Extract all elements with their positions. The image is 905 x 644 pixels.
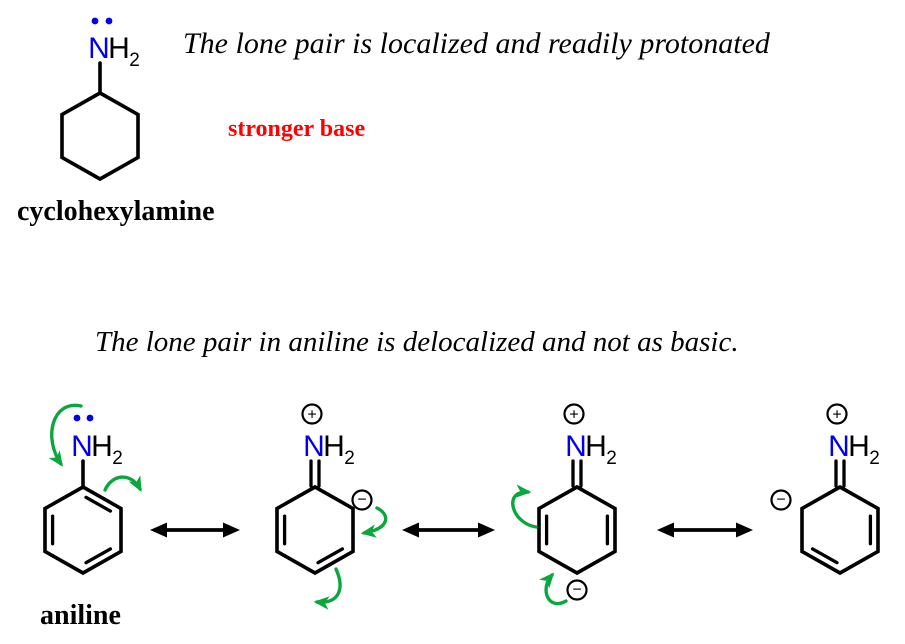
benzene-ring [43,485,123,575]
caption-lone-pair-delocalized: The lone pair in aniline is delocalized … [95,326,739,358]
aniline-resonance-4: + N H 2 − [770,403,880,575]
hydrogen-label: H [108,32,130,65]
svg-text:+: + [307,407,316,424]
cyclohexadiene-ring [537,485,617,575]
nitrogen-label: N [88,32,110,65]
aniline-resonance-1: N H 2 [43,403,142,575]
cyclohexylamine-structure: N H 2 [60,17,140,181]
minus-charge-icon: − [351,489,373,511]
cyclohexadiene-ring [800,485,880,575]
hydrogen-label: H [848,430,870,463]
hydrogen-label: H [323,430,345,463]
nitrogen-label: N [303,430,325,463]
svg-text:+: + [832,407,841,424]
hydrogen-count-subscript: 2 [869,448,880,469]
lone-pair-dot [105,17,113,25]
nitrogen-label: N [71,430,93,463]
nitrogen-label: N [565,430,587,463]
hydrogen-label: H [91,430,113,463]
plus-charge-icon: + [301,403,323,425]
hydrogen-count-subscript: 2 [112,448,123,469]
curved-arrow-bottom-bond [313,567,342,610]
curved-arrow-ring-bond [103,475,142,492]
nitrogen-label: N [828,430,850,463]
svg-text:+: + [569,407,578,424]
hydrogen-count-subscript: 2 [606,448,617,469]
cyclohexane-ring [60,91,140,181]
aniline-resonance-2: + N H 2 − [275,403,388,610]
curved-arrow-anion-to-bond [360,506,388,538]
lone-pair-dot [91,17,99,25]
hydrogen-label: H [585,430,607,463]
hydrogen-count-subscript: 2 [129,50,140,71]
resonance-arrow-2 [402,522,495,538]
stronger-base-label: stronger base [228,116,366,142]
lone-pair-dot [73,414,81,422]
curved-arrow-left-bond [511,484,538,529]
curved-arrow-anion-to-bond [539,572,568,606]
lone-pair-dot [86,414,94,422]
plus-charge-icon: + [826,403,848,425]
aniline-resonance-3: + N H 2 − [511,403,617,606]
curved-arrow-lone-pair-to-bond [48,403,83,467]
resonance-arrow-3 [657,522,753,538]
caption-lone-pair-localized: The lone pair is localized and readily p… [183,27,770,60]
svg-text:−: − [572,582,581,599]
hydrogen-count-subscript: 2 [344,448,355,469]
resonance-arrow-1 [150,522,240,538]
minus-charge-icon: − [566,579,588,601]
molecule-name-aniline: aniline [40,600,121,631]
svg-text:−: − [357,492,366,509]
cyclohexadiene-ring [275,485,355,575]
svg-text:−: − [776,492,785,509]
molecule-name-cyclohexylamine: cyclohexylamine [17,196,215,227]
minus-charge-icon: − [770,489,792,511]
plus-charge-icon: + [563,403,585,425]
